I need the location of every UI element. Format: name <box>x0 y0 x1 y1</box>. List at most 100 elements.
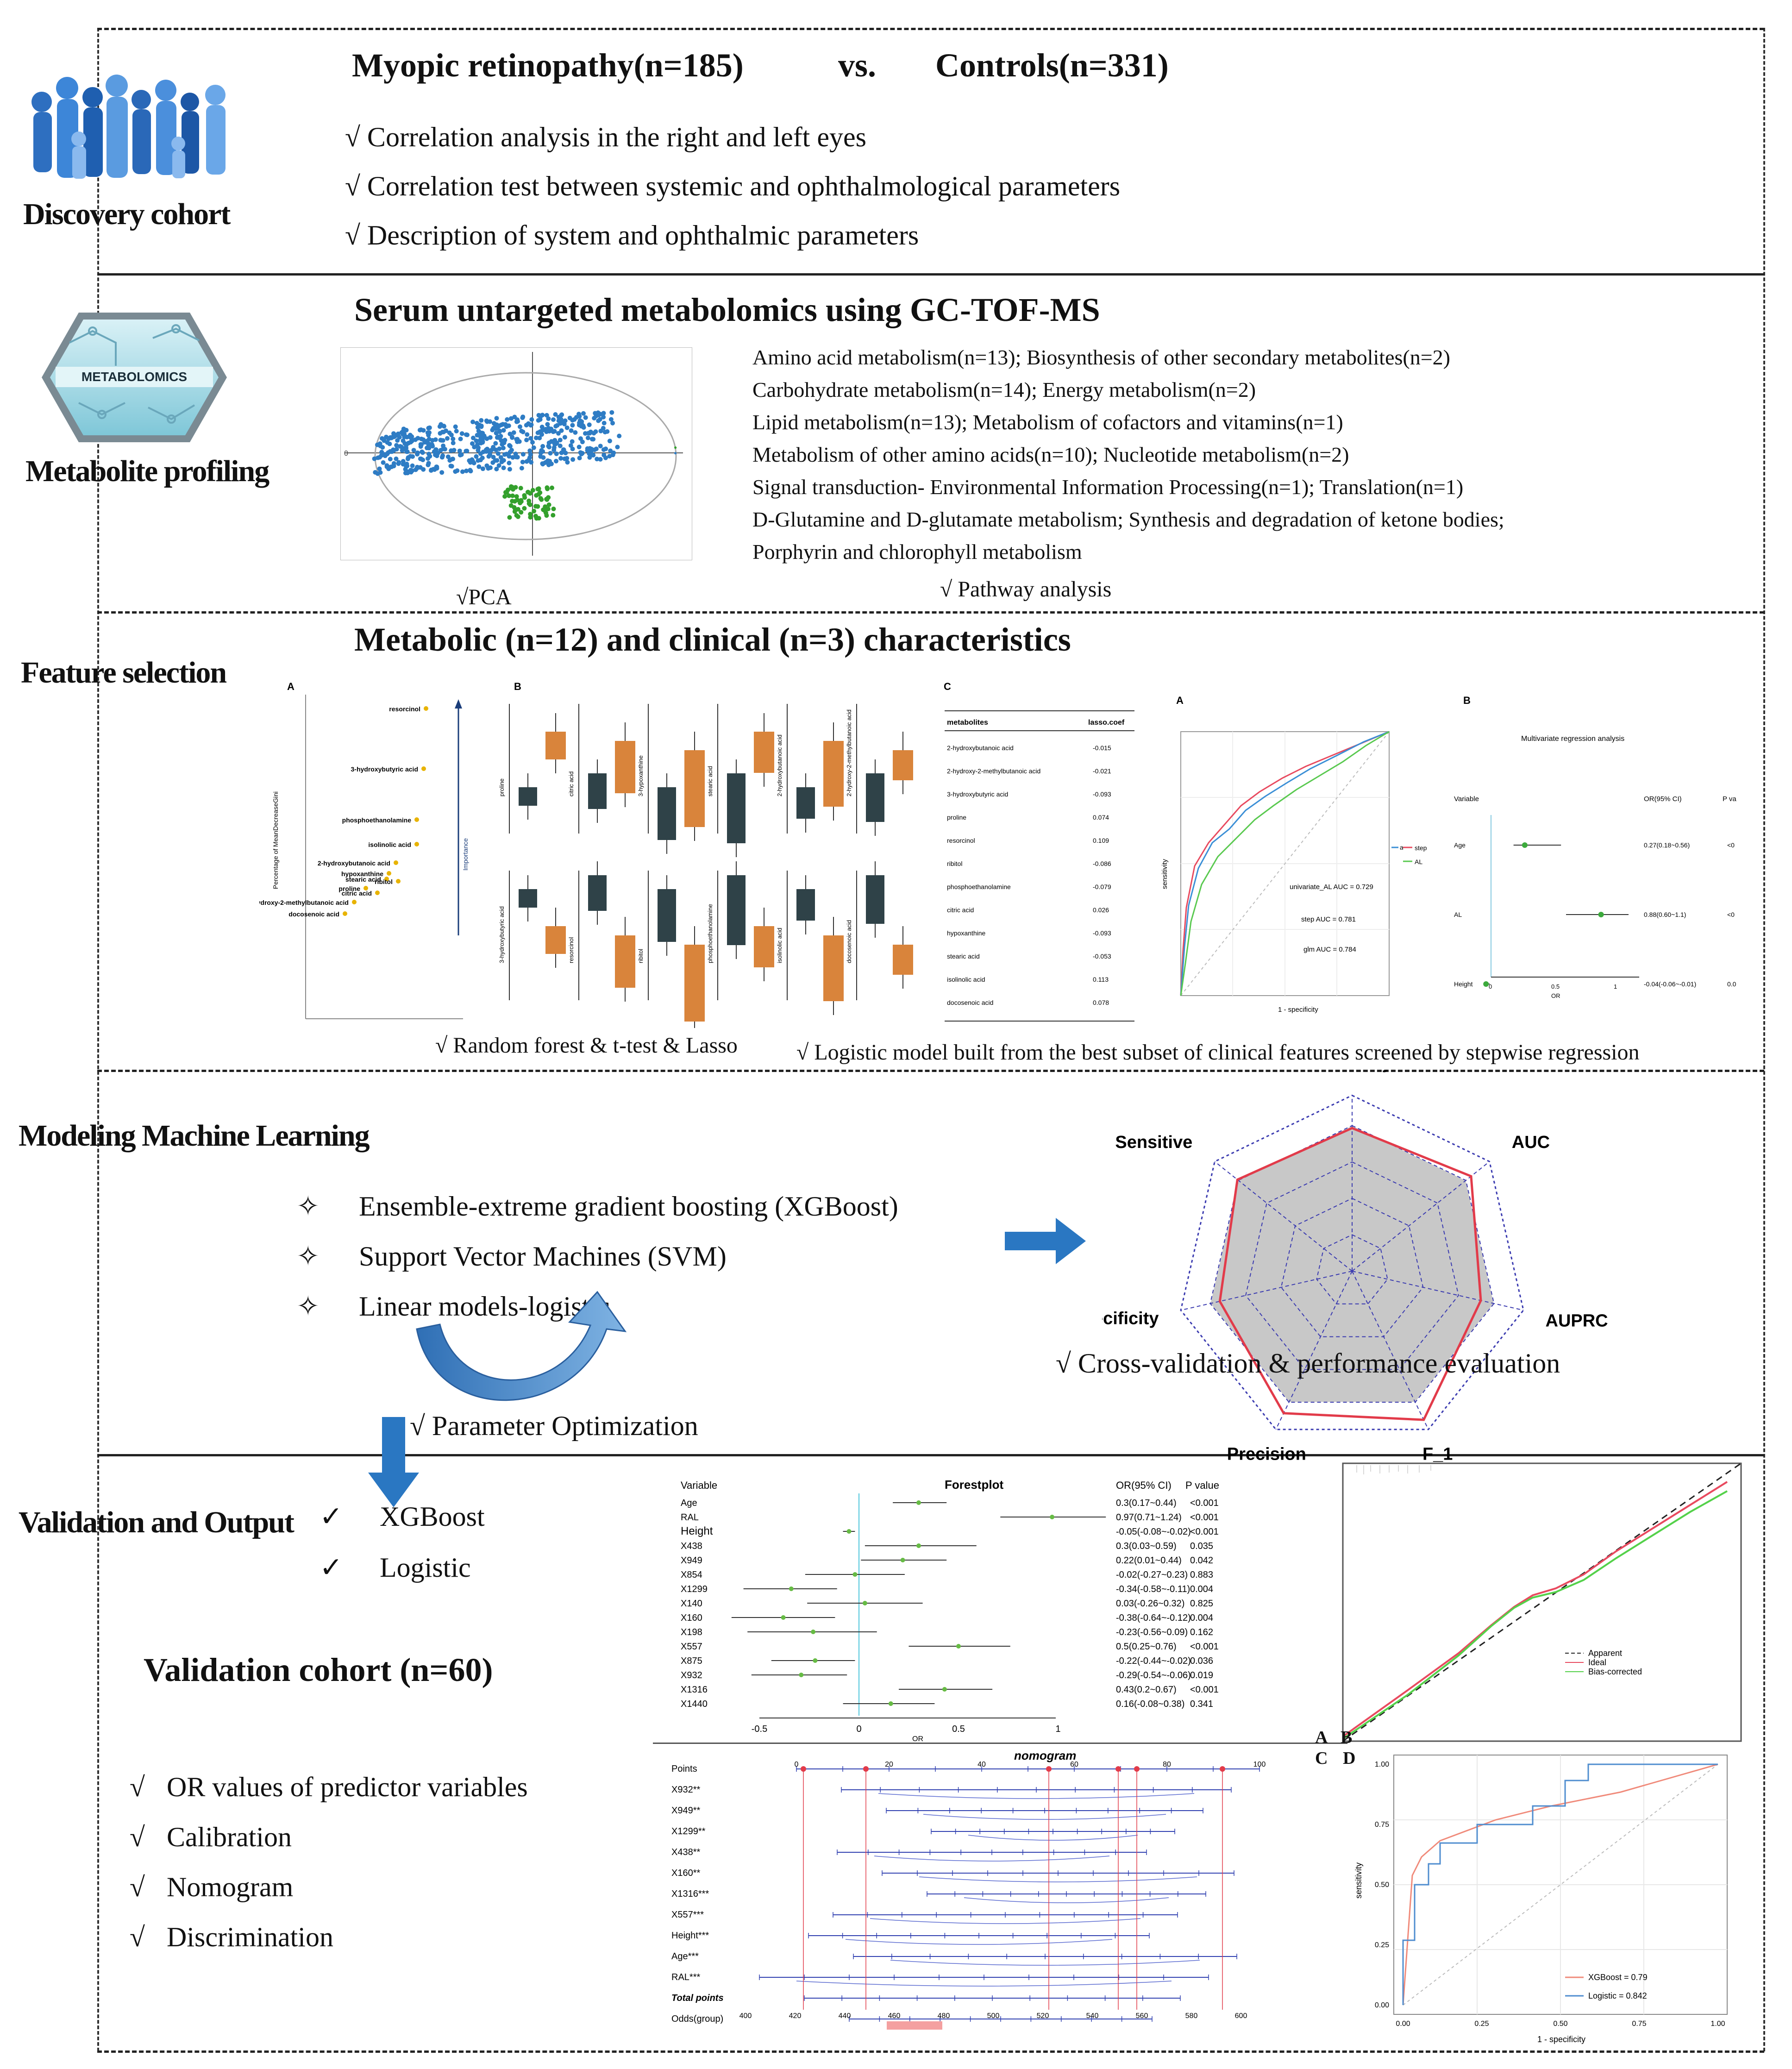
pca-point-green <box>512 499 517 504</box>
pca-point-blue <box>555 423 560 428</box>
discovery-item-1: √ Correlation analysis in the right and … <box>345 122 866 152</box>
lasso-row-coef: -0.021 <box>1093 767 1111 775</box>
pca-point-green <box>532 508 537 514</box>
pca-point-blue <box>583 415 588 420</box>
pca-point-blue <box>474 454 479 459</box>
model-item-2-label: Support Vector Machines (SVM) <box>359 1241 727 1272</box>
rf-point <box>363 886 368 890</box>
vforest-p: 0.042 <box>1190 1555 1213 1566</box>
pca-point-blue <box>497 446 502 451</box>
pca-point-blue <box>607 439 612 444</box>
pca-point-blue <box>531 445 536 450</box>
pca-point-blue <box>579 419 584 424</box>
pca-point-blue <box>568 443 573 448</box>
rf-panel-letter: A <box>287 681 294 692</box>
pca-point-blue <box>587 422 592 427</box>
pca-point-blue <box>378 443 383 448</box>
divider-4 <box>97 1454 1764 1456</box>
box-label: resorcinol <box>568 937 575 963</box>
box-control <box>727 773 746 843</box>
clinical-forest-var: Height <box>1454 980 1473 988</box>
pca-point-blue <box>388 457 393 462</box>
box-case <box>545 926 566 954</box>
pca-point-blue <box>577 414 582 419</box>
discovery-title-right: Controls(n=331) <box>935 47 1169 84</box>
box-label: proline <box>498 778 505 796</box>
pca-point-blue <box>495 435 500 440</box>
vforest-or: 0.3(0.03~0.59) <box>1116 1541 1177 1551</box>
pca-point-blue <box>579 424 584 429</box>
discovery-cohort-label: Discovery cohort <box>23 197 231 231</box>
pca-point-blue <box>608 448 613 453</box>
model-item-3: ✧ Linear models-logistic <box>296 1290 898 1340</box>
sparkle-icon: ✧ <box>296 1291 320 1322</box>
pca-point-blue <box>410 454 415 459</box>
pca-point-blue <box>544 413 549 418</box>
pca-point-blue <box>560 420 565 424</box>
validation-cohort-title: Validation cohort (n=60) <box>144 1651 493 1688</box>
pca-point-blue <box>409 434 414 439</box>
pca-point-blue <box>439 470 445 475</box>
output-item-1: √OR values of predictor variables <box>130 1771 528 1821</box>
pca-point-green <box>528 515 533 520</box>
pca-point-blue <box>475 425 480 430</box>
pca-point-blue <box>507 467 512 472</box>
pca-point-blue <box>504 424 509 429</box>
pca-point-blue <box>501 422 505 427</box>
vroc-ytick: 0.00 <box>1375 2001 1389 2009</box>
rf-label: resorcinol <box>389 705 420 713</box>
pca-point-green <box>502 494 508 499</box>
pca-point-blue <box>401 438 406 443</box>
discovery-item-3: √ Description of system and ophthalmic p… <box>345 220 919 251</box>
pca-point-blue <box>419 427 424 432</box>
vforest-tick: -0.5 <box>752 1724 767 1734</box>
pca-point-blue <box>404 427 409 433</box>
box-case <box>754 926 774 967</box>
vforest-p: <0.001 <box>1190 1527 1219 1537</box>
rf-label: isolinolic acid <box>368 841 411 848</box>
roc-legend-3: AL <box>1415 858 1422 865</box>
vforest-var: RAL <box>681 1512 699 1523</box>
nomogram-panel: nomogram PointsX932**X949**X1299**X438**… <box>671 1749 1266 2030</box>
lasso-row-metabolite: proline <box>947 814 966 821</box>
vforest-p: <0.001 <box>1190 1512 1219 1523</box>
pca-point-blue <box>426 426 431 431</box>
box-case <box>615 935 635 988</box>
pca-point-blue <box>405 457 410 461</box>
roc-legend-2: step <box>1415 844 1427 852</box>
panel-label-b: B <box>1341 1728 1353 1747</box>
pca-point-blue <box>594 446 599 451</box>
pca-point-blue <box>587 431 592 436</box>
param-optimization-caption: √ Parameter Optimization <box>410 1411 698 1441</box>
validation-roc-plot: 0.000.000.250.250.500.500.750.751.001.00… <box>1354 1755 1728 2044</box>
vforest-var: X160 <box>681 1613 702 1623</box>
vroc-ylabel: sensitivity <box>1354 1862 1363 1899</box>
pca-point-blue <box>525 432 530 437</box>
pca-point-green <box>518 501 523 506</box>
validation-output-list: √OR values of predictor variables √Calib… <box>130 1771 528 1971</box>
right-arrow-icon <box>1005 1218 1086 1264</box>
rf-point <box>387 871 391 876</box>
feature-selection-label: Feature selection <box>21 656 227 690</box>
pca-point-green <box>543 509 548 514</box>
frame-right-border <box>1763 28 1765 2051</box>
clinical-forest-var: Age <box>1454 841 1466 849</box>
vforest-p: 0.036 <box>1190 1656 1213 1666</box>
svg-text:OR: OR <box>1551 992 1560 999</box>
pca-point-blue <box>573 430 578 435</box>
pca-point-green <box>551 507 556 511</box>
validation-model-2-label: Logistic <box>380 1552 471 1583</box>
vforest-var: X932 <box>681 1670 702 1680</box>
pca-point-blue <box>444 428 448 433</box>
pca-point-blue <box>410 463 415 468</box>
pca-point-blue <box>428 442 433 447</box>
roc-label-1: univariate_AL AUC = 0.729 <box>1290 883 1373 891</box>
model-item-3-label: Linear models-logistic <box>359 1291 610 1322</box>
pca-point-blue <box>415 451 420 457</box>
pca-point-blue <box>609 410 614 415</box>
nomogram-points-tick: 100 <box>1253 1761 1266 1768</box>
pca-point-blue <box>561 447 566 452</box>
vforest-or: -0.23(-0.56~0.09) <box>1116 1627 1188 1637</box>
pca-point-blue <box>553 412 558 417</box>
pca-point-blue <box>554 458 558 464</box>
